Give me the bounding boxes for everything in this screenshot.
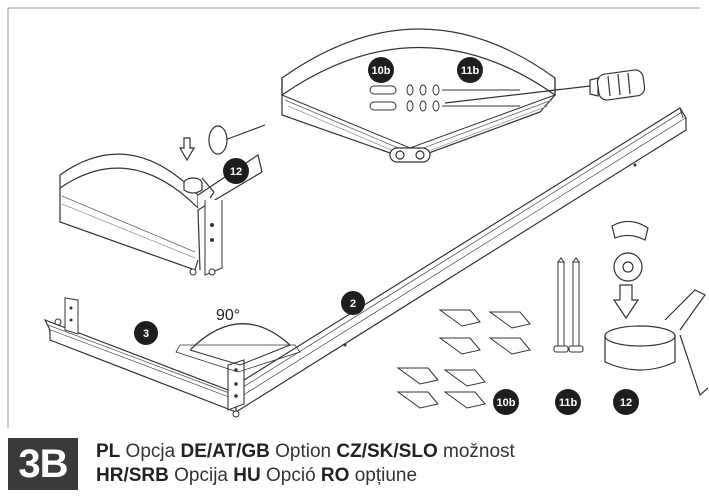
option-word: Opcija (168, 465, 234, 486)
badge-rail-2: 2 (341, 291, 365, 315)
badge-rail-3: 3 (134, 321, 158, 345)
badge-screw-11b: 11b (457, 57, 483, 83)
option-caption: PL Opcja DE/AT/GB Option CZ/SK/SLO možno… (96, 440, 515, 488)
badge-parts-10b: 10b (493, 389, 519, 415)
angle-indicator (175, 323, 301, 373)
angle-label: 90° (216, 307, 240, 324)
screwdriver-icon (444, 69, 646, 104)
arrow-down-icon (178, 137, 196, 162)
lang-code: CZ/SK/SLO (336, 441, 438, 462)
option-word: opțiune (349, 465, 418, 486)
frame-rails (43, 107, 687, 418)
svg-text:11b: 11b (559, 397, 578, 409)
lang-code: PL (96, 441, 121, 462)
lang-code: HR/SRB (96, 465, 169, 486)
svg-text:11b: 11b (461, 65, 480, 77)
svg-text:3: 3 (143, 328, 149, 340)
step-number: 3B (8, 438, 78, 490)
option-word: Option (269, 441, 337, 462)
parts-10b-brackets (396, 309, 531, 409)
svg-text:12: 12 (620, 397, 632, 409)
lang-code: HU (233, 465, 261, 486)
caption-line-2: HR/SRB Opcija HU Opció RO opțiune (96, 464, 515, 488)
svg-text:2: 2 (350, 298, 356, 310)
lang-code: RO (320, 465, 350, 486)
option-word: možnost (437, 441, 515, 462)
badge-screw-10b: 10b (368, 57, 394, 83)
option-word: Opció (260, 465, 321, 486)
svg-text:10b: 10b (372, 65, 391, 77)
badge-parts-12: 12 (613, 389, 639, 415)
instruction-footer: 3B PL Opcja DE/AT/GB Option CZ/SK/SLO mo… (0, 428, 709, 497)
svg-text:12: 12 (230, 166, 242, 178)
svg-text:10b: 10b (497, 397, 516, 409)
hammer-icon (208, 124, 266, 155)
parts-12-clip (604, 220, 709, 397)
badge-parts-11b: 11b (555, 389, 581, 415)
detail-screw-corner (281, 28, 556, 163)
caption-line-1: PL Opcja DE/AT/GB Option CZ/SK/SLO možno… (96, 440, 515, 464)
option-word: Opcja (120, 441, 181, 462)
lang-code: DE/AT/GB (180, 441, 270, 462)
parts-11b-screws (553, 257, 584, 353)
badge-clip-12: 12 (223, 158, 249, 184)
